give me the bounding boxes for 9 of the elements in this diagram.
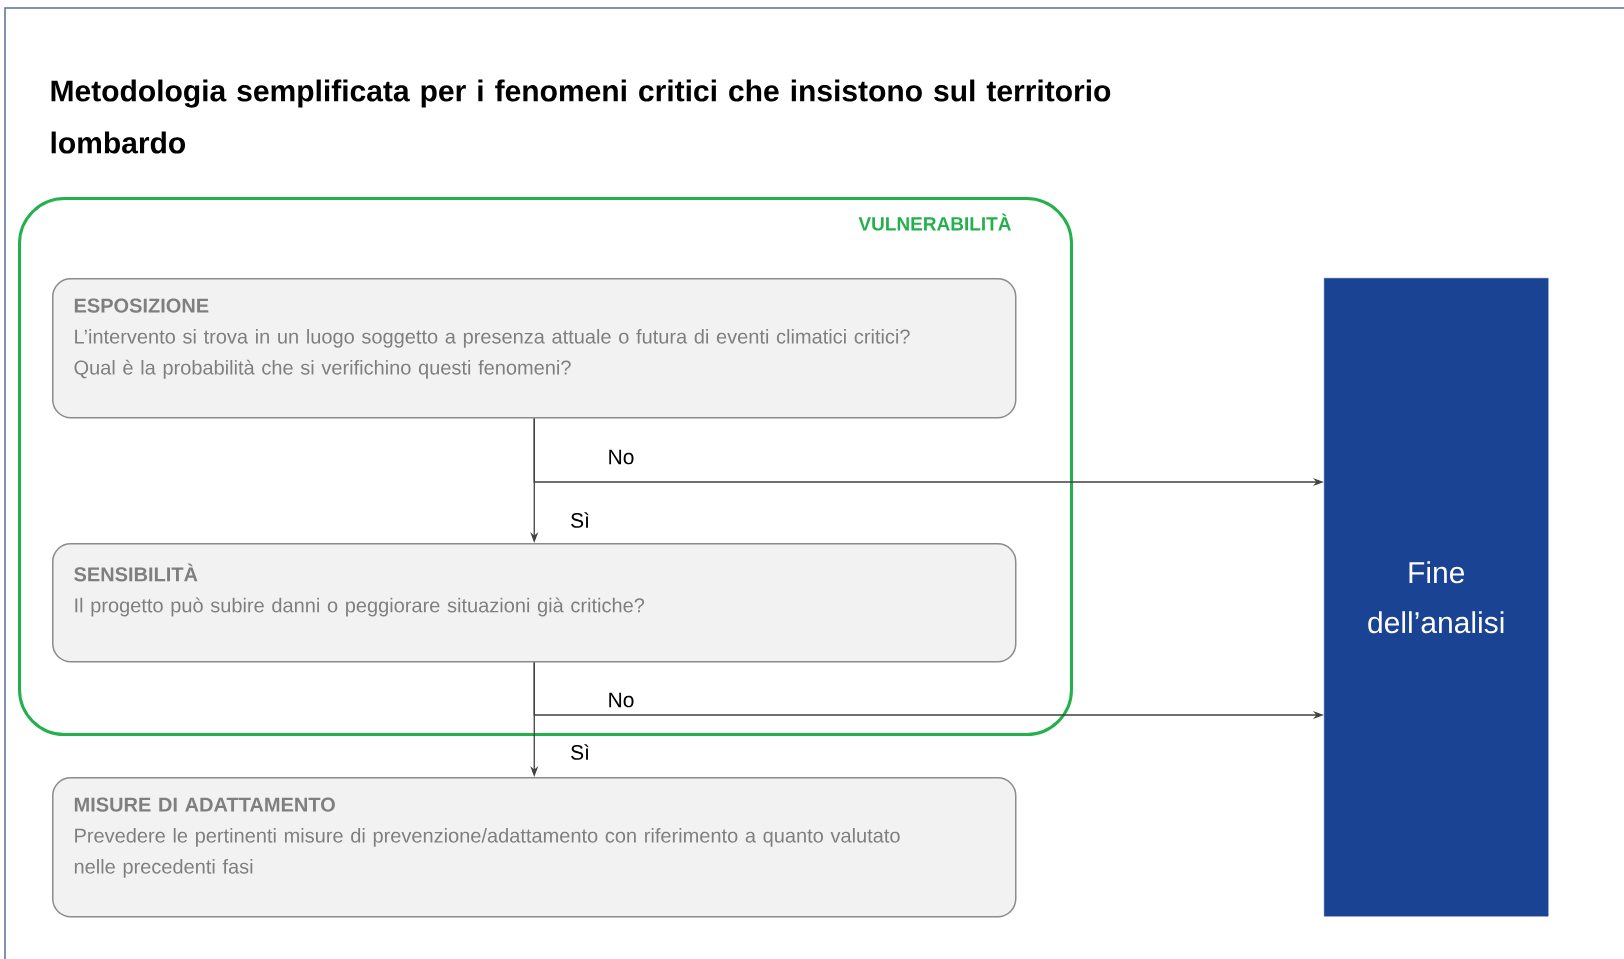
process-box: MISURE DI ADATTAMENTO Prevedere le pertinenti misure di prevenzione/adattamento con riferimento a quanto valutato nelle precedenti fasi — [52, 777, 1017, 918]
title: Metodologia semplificata per i fenomeni critici che insistono sul territorio lombardo — [51, 79, 1111, 154]
edge-label: No — [606, 448, 636, 466]
edge-label: No — [606, 691, 636, 709]
process-box: SENSIBILITÀ Il progetto può subire danni o peggiorare situazioni già critiche? — [52, 543, 1017, 663]
edge-label: Sì — [569, 511, 591, 529]
end-box: Fine dell’analisi — [1324, 278, 1549, 917]
process-box: ESPOSIZIONE L’intervento si trova in un luogo soggetto a presenza attuale o futura di eventi climatici critici? Qual è la probabilità che si verifichino questi fenomeni? — [52, 278, 1017, 419]
edge-label: Sì — [569, 743, 591, 761]
